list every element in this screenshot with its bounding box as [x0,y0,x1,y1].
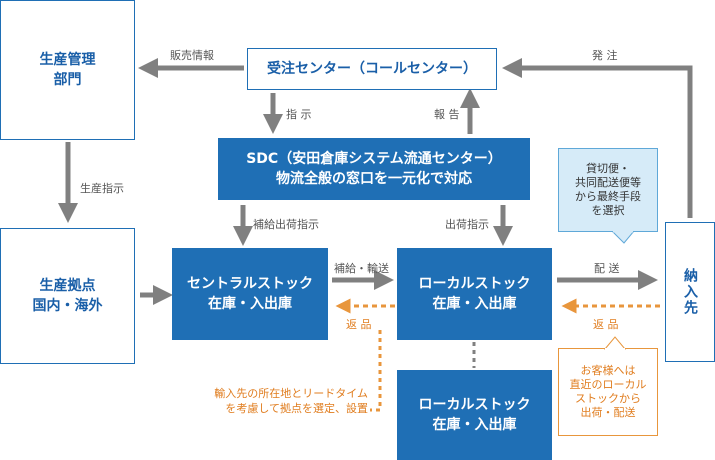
order-center-box: 受注センター（コールセンター） [247,48,497,90]
placement-note: 輸入先の所在地とリードタイム を考慮して拠点を選定、設置 [214,387,368,415]
note-connector [370,330,382,412]
label-ship-instruct: 出荷指示 [445,218,489,231]
label-instruct: 指 示 [286,108,312,121]
local-stock-box-2: ローカルストック 在庫・入出庫 [397,370,552,460]
production-mgmt-box: 生産管理 部門 [0,0,135,140]
callout-blue-tail [612,231,635,244]
sdc-box: SDC（安田倉庫システム流通センター） 物流全般の窓口を一元化で対応 [218,138,530,200]
label-replenish-instruct: 補給出荷指示 [253,218,319,231]
label-return-1: 返 品 [346,318,372,331]
destination-box: 納入先 [665,222,715,362]
callout-orange: お客様へは 直近のローカル ストックから 出荷・配送 [558,348,658,436]
local-stock-box-1: ローカルストック 在庫・入出庫 [397,248,552,340]
label-production-instruct: 生産指示 [80,182,124,195]
label-report: 報 告 [434,108,460,121]
label-return-2: 返 品 [593,318,619,331]
production-base-box: 生産拠点 国内・海外 [0,228,135,364]
callout-blue: 貸切便・ 共同配送便等 から最終手段 を選択 [558,148,658,232]
label-replenish-transport: 補給・輸送 [334,262,389,275]
central-stock-box: セントラルストック 在庫・入出庫 [172,248,328,340]
label-sales-info: 販売情報 [170,49,214,62]
arrow-order [502,58,693,218]
destination-label: 納入先 [682,268,698,316]
label-order: 発 注 [592,49,618,62]
label-delivery: 配 送 [594,262,620,275]
callout-orange-tail [603,336,627,350]
